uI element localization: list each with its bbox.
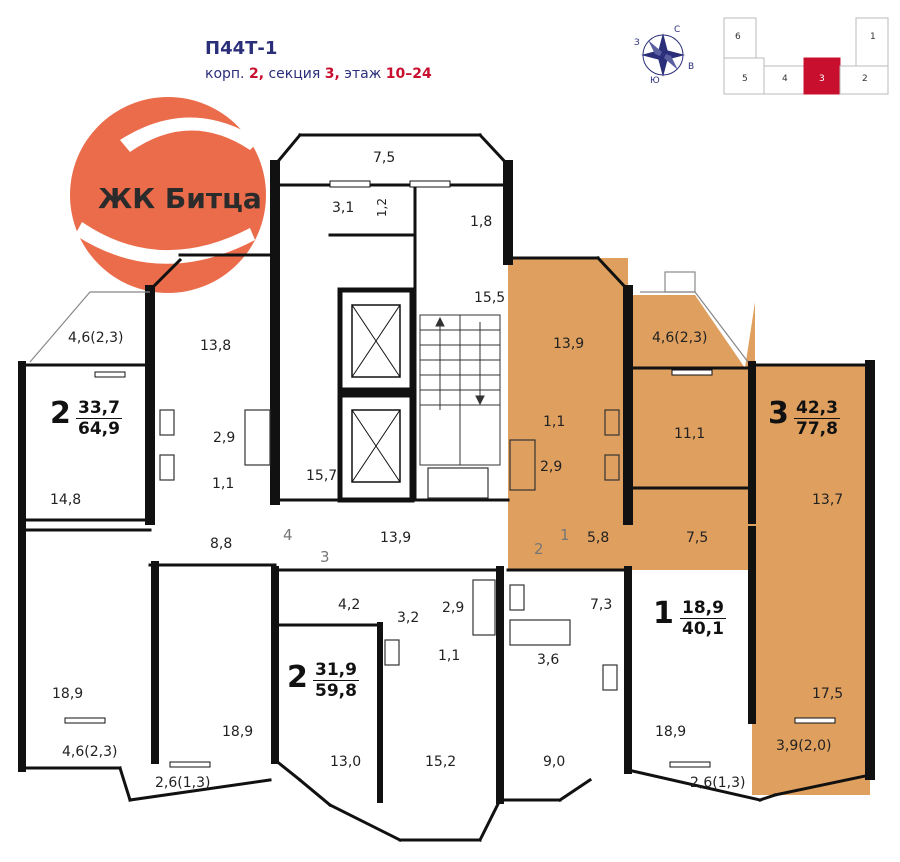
- room-area: 13,9: [553, 336, 585, 352]
- room-area: 7,3: [590, 597, 613, 613]
- room-area: 1,1: [543, 414, 566, 430]
- apartment-rooms: 3: [768, 396, 789, 431]
- room-area: 4,6(2,3): [652, 330, 708, 346]
- room-area: 3,9(2,0): [776, 738, 832, 754]
- plan-title: П44Т-1: [205, 38, 278, 59]
- room-area: 15,5: [474, 290, 506, 306]
- apartment-area: 33,7 64,9: [76, 398, 122, 439]
- compass-icon: [641, 33, 685, 77]
- section-map-label: 5: [742, 74, 748, 84]
- apartment-rooms: 2: [287, 660, 308, 695]
- entry-number: 3: [320, 548, 330, 566]
- compass-label-e: В: [688, 62, 695, 72]
- apartment-total-area: 59,8: [315, 681, 357, 701]
- room-area: 13,8: [200, 338, 232, 354]
- apartment-living-area: 18,9: [680, 598, 726, 619]
- compass-label-s: Ю: [650, 76, 660, 86]
- floor-label: этаж: [344, 66, 382, 82]
- room-area: 17,5: [812, 686, 844, 702]
- room-area: 7,5: [686, 530, 709, 546]
- room-area: 3,2: [397, 610, 420, 626]
- apartment-area: 31,9 59,8: [313, 660, 359, 701]
- room-area: 4,2: [338, 597, 361, 613]
- room-area: 1,8: [470, 214, 493, 230]
- section-map-label: 1: [870, 32, 876, 42]
- room-area: 7,5: [373, 150, 396, 166]
- room-area: 8,8: [210, 536, 233, 552]
- room-area: 15,7: [306, 468, 338, 484]
- section-map-label-active: 3: [819, 74, 825, 84]
- room-area: 18,9: [222, 724, 254, 740]
- compass-label-w: З: [634, 38, 640, 48]
- apartment-area: 18,9 40,1: [680, 598, 726, 639]
- room-area: 4,6(2,3): [68, 330, 124, 346]
- room-area: 5,8: [587, 530, 610, 546]
- room-area: 3,1: [332, 200, 355, 216]
- floor-value: 10–24: [385, 66, 432, 82]
- windows: [64, 180, 836, 768]
- room-area: 14,8: [50, 492, 82, 508]
- room-area: 13,0: [330, 754, 362, 770]
- staircase: [419, 314, 501, 466]
- compass-label-n: С: [674, 25, 681, 35]
- apartment-total-area: 77,8: [796, 419, 838, 439]
- section-map-label: 6: [735, 32, 741, 42]
- balconies: [29, 271, 749, 363]
- room-area: 11,1: [674, 426, 706, 442]
- section-label: секция: [268, 66, 321, 82]
- apartment-living-area: 31,9: [313, 660, 359, 681]
- korp-label: корп.: [205, 66, 245, 82]
- room-area: 3,6: [537, 652, 560, 668]
- apartment-living-area: 42,3: [794, 398, 840, 419]
- room-area: 2,6(1,3): [155, 775, 211, 791]
- section-map-label: 2: [862, 74, 868, 84]
- walls: [18, 132, 875, 843]
- room-area: 9,0: [543, 754, 566, 770]
- entry-number: 1: [560, 526, 570, 544]
- room-area: 1,2: [375, 198, 389, 218]
- room-area: 13,7: [812, 492, 844, 508]
- entry-number: 4: [283, 526, 293, 544]
- room-area: 2,9: [442, 600, 465, 616]
- room-area: 18,9: [655, 724, 687, 740]
- entry-number: 2: [534, 540, 544, 558]
- apartment-area: 42,3 77,8: [794, 398, 840, 439]
- korp-value: 2,: [248, 66, 265, 82]
- apartment-rooms: 1: [653, 596, 674, 631]
- room-area: 18,9: [52, 686, 84, 702]
- apartment-total-area: 40,1: [682, 619, 724, 639]
- room-area: 1,1: [438, 648, 461, 664]
- room-area: 15,2: [425, 754, 457, 770]
- room-area: 2,9: [540, 459, 563, 475]
- room-area: 2,6(1,3): [690, 775, 746, 791]
- apartment-total-area: 64,9: [78, 419, 120, 439]
- logo-text: ЖК Битца: [98, 182, 262, 215]
- room-area: 13,9: [380, 530, 412, 546]
- plan-subtitle: корп. 2, секция 3, этаж 10–24: [205, 66, 432, 82]
- logo-mark: [70, 97, 266, 293]
- section-value: 3,: [324, 66, 340, 82]
- apartment-rooms: 2: [50, 396, 71, 431]
- bathroom-fixtures: [159, 409, 620, 691]
- section-map-label: 4: [782, 74, 788, 84]
- room-area: 1,1: [212, 476, 235, 492]
- room-area: 4,6(2,3): [62, 744, 118, 760]
- room-area: 2,9: [213, 430, 236, 446]
- section-map: [723, 17, 889, 95]
- elevators: [337, 287, 415, 503]
- apartment-living-area: 33,7: [76, 398, 122, 419]
